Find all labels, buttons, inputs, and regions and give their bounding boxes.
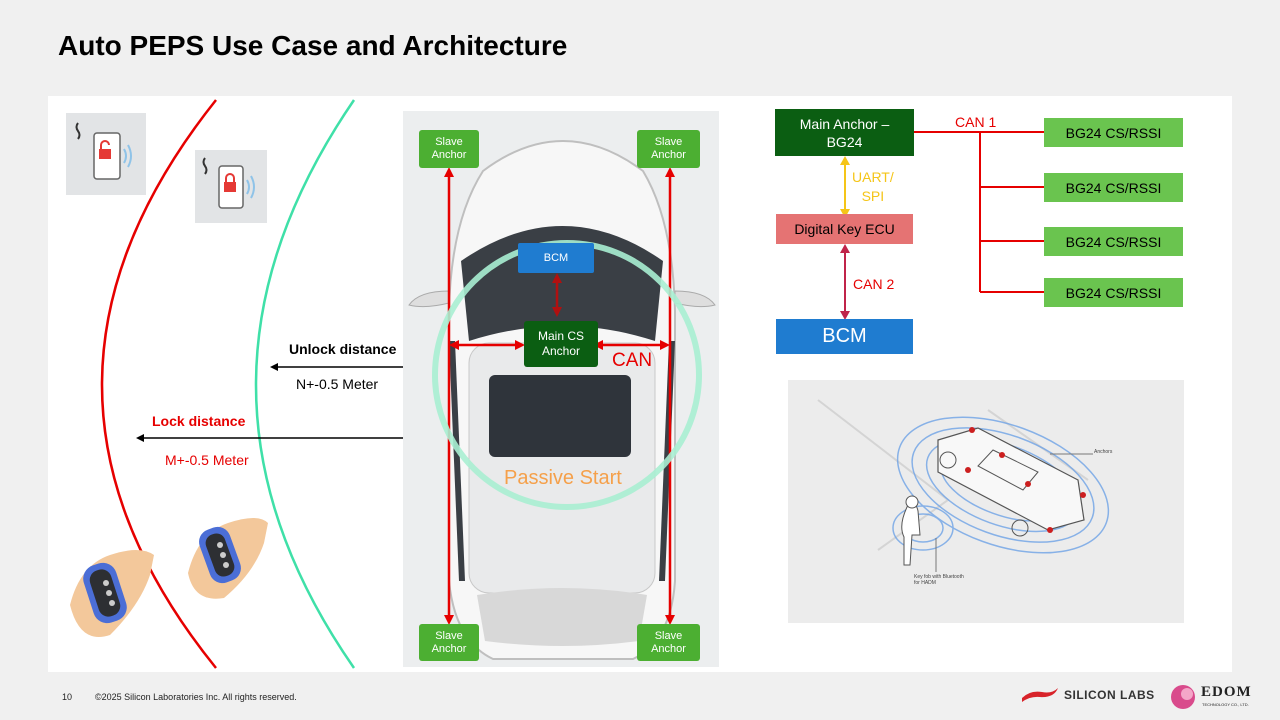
lock-distance-arrow: [136, 434, 428, 442]
phone-image-2: [195, 150, 267, 223]
edom-logo-text: EDOM: [1201, 684, 1252, 700]
keyfob-hand-icon-1: [70, 550, 154, 637]
unlock-distance-value: N+-0.5 Meter: [296, 376, 379, 392]
slave-anchor-bottom-left: Slave Anchor: [419, 624, 479, 661]
can2-label: CAN 2: [853, 276, 895, 292]
lock-arc: [100, 99, 217, 669]
silicon-labs-logo-icon: [1022, 688, 1058, 702]
lock-distance-value: M+-0.5 Meter: [165, 452, 249, 468]
edom-logo-subtext: TECHNOLOGY CO., LTD.: [1202, 702, 1249, 707]
car-anchors-illustration: [817, 399, 1110, 572]
keyfob-caption: Key fob with Bluetooth for HADM: [914, 574, 964, 586]
uart-spi-label: UART/ SPI: [852, 169, 894, 204]
slave-anchor-top-right: Slave Anchor: [637, 130, 700, 168]
car-top-view: [408, 140, 716, 660]
main-anchor-bg24-box: Main Anchor – BG24: [775, 109, 914, 156]
distance-arcs: [100, 99, 356, 669]
bg24-node-1: BG24 CS/RSSI: [1044, 118, 1183, 147]
copyright-text: ©2025 Silicon Laboratories Inc. All righ…: [95, 692, 297, 702]
can1-label: CAN 1: [955, 114, 997, 130]
slave-anchor-bottom-right: Slave Anchor: [637, 624, 700, 661]
page-number: 10: [62, 692, 73, 702]
slave-anchor-top-left: Slave Anchor: [419, 130, 479, 168]
lock-distance-label: Lock distance: [152, 413, 246, 429]
bg24-node-3: BG24 CS/RSSI: [1044, 227, 1183, 256]
unlock-arc: [254, 99, 356, 669]
can1-bus: [914, 131, 1044, 293]
hadm-illustration: Anchors Key fob with Bluetooth for HADM: [788, 380, 1184, 623]
unlock-distance-label: Unlock distance: [289, 341, 397, 357]
edom-logo-icon: [1171, 685, 1195, 709]
phone-lock-icon: [202, 157, 255, 209]
bg24-node-4: BG24 CS/RSSI: [1044, 278, 1183, 307]
arch-bcm-box: BCM: [776, 319, 913, 354]
phone-image-1: [66, 113, 146, 195]
silicon-labs-logo-text: SILICON LABS: [1064, 688, 1155, 702]
can2-arrow: [840, 244, 850, 320]
uart-arrow: [840, 156, 850, 218]
slide-title: Auto PEPS Use Case and Architecture: [58, 30, 568, 61]
car-diagram: [403, 111, 719, 667]
phone-unlock-icon: [75, 122, 132, 180]
main-cs-anchor-box: Main CS Anchor: [524, 321, 598, 367]
car-can-label: CAN: [612, 350, 653, 371]
anchors-caption: Anchors: [1094, 449, 1113, 455]
bg24-node-2: BG24 CS/RSSI: [1044, 173, 1183, 202]
car-bcm-box: BCM: [518, 243, 594, 273]
passive-start-label: Passive Start: [504, 467, 622, 489]
digital-key-ecu-box: Digital Key ECU: [776, 214, 913, 244]
keyfob-hand-icon-2: [188, 518, 268, 599]
